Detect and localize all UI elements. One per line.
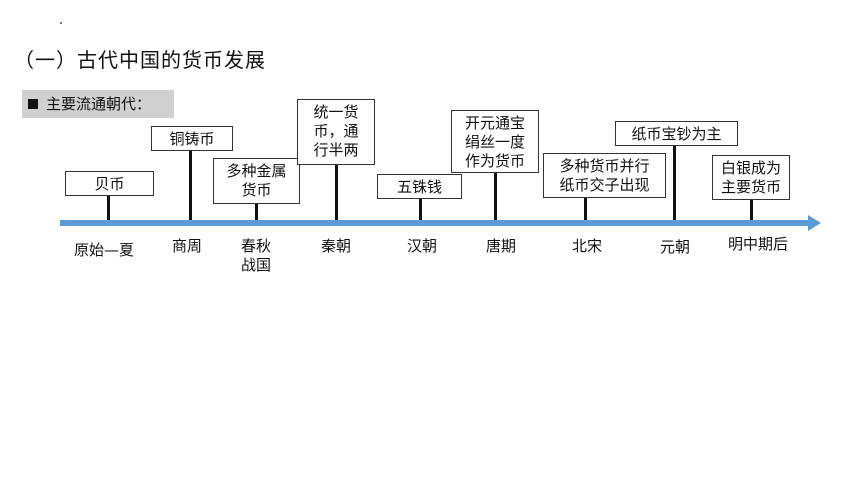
era-label: 春秋战国 <box>240 237 272 274</box>
section-subtitle: 主要流通朝代： <box>22 90 174 118</box>
era-label: 原始—夏 <box>73 241 135 259</box>
timeline-stem <box>107 196 110 220</box>
currency-box: 多种货币并行纸币交子出现 <box>543 153 666 198</box>
currency-box: 多种金属货币 <box>213 158 300 204</box>
decorative-dot <box>60 22 62 24</box>
page-title: （一）古代中国的货币发展 <box>14 48 266 72</box>
currency-box: 统一货币，通行半两 <box>297 99 375 165</box>
timeline-arrow-icon <box>808 215 821 231</box>
square-bullet-icon <box>28 99 38 109</box>
era-label: 汉朝 <box>406 237 438 255</box>
era-label: 明中期后 <box>727 235 789 253</box>
era-label: 元朝 <box>659 238 691 256</box>
timeline-stem <box>189 151 192 220</box>
currency-box: 贝币 <box>65 171 154 196</box>
currency-box: 纸币宝钞为主 <box>615 121 738 146</box>
era-label: 北宋 <box>571 237 603 255</box>
timeline-stem <box>494 173 497 220</box>
timeline-stem <box>750 200 753 220</box>
timeline-stem <box>419 199 422 220</box>
currency-box: 开元通宝绢丝一度作为货币 <box>451 110 539 173</box>
era-label: 唐期 <box>485 237 517 255</box>
currency-box: 五铢钱 <box>377 174 462 199</box>
currency-box: 铜铸币 <box>151 126 233 151</box>
timeline-stem <box>335 165 338 220</box>
timeline-stem <box>673 146 676 220</box>
era-label: 秦朝 <box>320 237 352 255</box>
subtitle-text: 主要流通朝代： <box>46 95 152 113</box>
timeline-stem <box>255 204 258 220</box>
timeline-stem <box>584 198 587 220</box>
era-label: 商周 <box>171 237 203 255</box>
currency-box: 白银成为主要货币 <box>712 155 790 200</box>
